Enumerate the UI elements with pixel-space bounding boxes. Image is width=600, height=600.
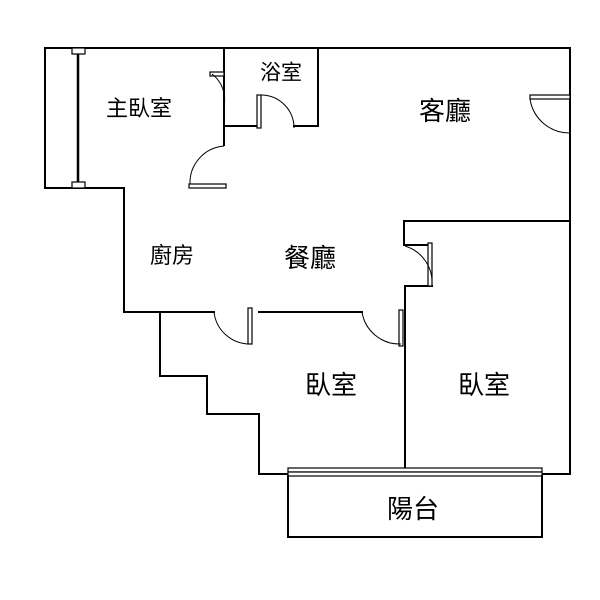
top-and-right-wall: [44, 47, 571, 475]
living-room-door: [529, 94, 571, 134]
bedroom-right-door: [404, 242, 433, 287]
room-label-bathroom: 浴室: [260, 60, 302, 85]
bathroom-door-left: [209, 71, 226, 107]
master-bedroom-window: [71, 47, 86, 189]
room-label-bedroom-left: 臥室: [304, 371, 358, 401]
outer-walls: [44, 47, 571, 475]
room-label-living-room: 客廳: [418, 97, 472, 127]
kitchen-door: [213, 307, 253, 345]
master-bedroom-east-wall: [223, 47, 259, 127]
master-bedroom-door: [188, 145, 227, 189]
bedroom-right-north-wall: [403, 220, 571, 246]
kitchen-west-wall: [123, 187, 289, 475]
room-label-dining-room: 餐廳: [283, 244, 337, 274]
interior-walls: [223, 47, 571, 475]
master-bedroom-outer-wall: [44, 47, 125, 189]
room-label-bedroom-right: 臥室: [457, 371, 511, 401]
balcony-outline: [287, 475, 543, 538]
bathroom-east-wall: [293, 47, 319, 127]
bathroom-door-bottom: [256, 94, 295, 129]
room-label-balcony: 陽台: [386, 495, 440, 525]
bedroom-left-door: [361, 309, 404, 347]
room-label-kitchen: 廚房: [149, 244, 195, 269]
room-label-master-bedroom: 主臥室: [105, 97, 173, 122]
balcony-railing: [287, 467, 543, 538]
